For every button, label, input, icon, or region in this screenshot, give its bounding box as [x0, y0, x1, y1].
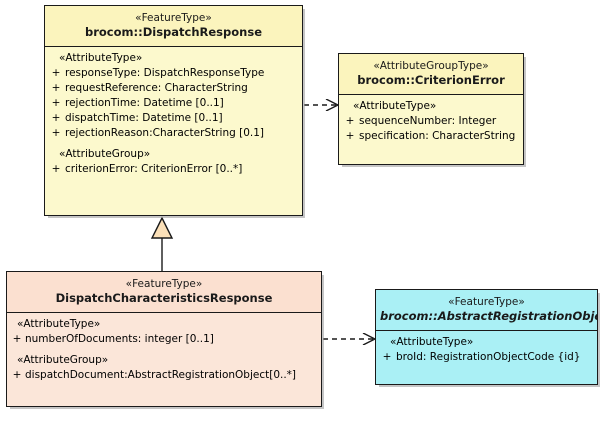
class-header-abstract-registration-object: «FeatureType» brocom::AbstractRegistrati… — [376, 290, 597, 331]
attribute-text: responseType: DispatchResponseType — [65, 67, 265, 79]
generalization-connector — [150, 216, 174, 271]
class-stereotype: «FeatureType» — [135, 12, 212, 24]
visibility-marker: + — [12, 369, 22, 381]
attribute-text: requestReference: CharacterString — [65, 82, 248, 94]
class-box-dispatch-response[interactable]: «FeatureType» brocom::DispatchResponse «… — [44, 5, 303, 216]
attribute-row: + sequenceNumber: Integer — [341, 114, 521, 129]
attribute-row: + rejectionReason:CharacterString [0.1] — [47, 126, 300, 141]
class-header-dispatch-characteristics-response: «FeatureType» DispatchCharacteristicsRes… — [7, 272, 321, 313]
class-body-criterion-error: «AttributeType» + sequenceNumber: Intege… — [339, 95, 523, 148]
class-name: DispatchCharacteristicsResponse — [55, 291, 273, 305]
attribute-group-label: «AttributeGroup» — [59, 148, 151, 160]
class-stereotype: «FeatureType» — [125, 278, 203, 290]
class-header-dispatch-response: «FeatureType» brocom::DispatchResponse — [45, 6, 302, 47]
class-body-abstract-registration-object: «AttributeType» + broId: RegistrationObj… — [376, 331, 597, 369]
attribute-group-label: «AttributeType» — [59, 52, 143, 64]
attribute-text: rejectionReason:CharacterString [0.1] — [65, 127, 265, 139]
visibility-marker: + — [345, 130, 355, 142]
attribute-row: + numberOfDocuments: integer [0..1] — [9, 332, 319, 347]
attribute-text: specification: CharacterString — [359, 130, 516, 142]
attribute-group-label: «AttributeGroup» — [17, 354, 109, 366]
class-name: brocom::AbstractRegistrationObject — [380, 309, 598, 323]
class-box-dispatch-characteristics-response[interactable]: «FeatureType» DispatchCharacteristicsRes… — [6, 271, 322, 407]
attribute-row: + dispatchDocument:AbstractRegistrationO… — [9, 368, 319, 383]
class-body-dispatch-characteristics-response: «AttributeType» + numberOfDocuments: int… — [7, 313, 321, 387]
attribute-text: broId: RegistrationObjectCode {id} — [396, 351, 581, 363]
attribute-group-label: «AttributeType» — [390, 336, 474, 348]
class-box-abstract-registration-object[interactable]: «FeatureType» brocom::AbstractRegistrati… — [375, 289, 598, 385]
attribute-row: + specification: CharacterString — [341, 129, 521, 144]
class-header-criterion-error: «AttributeGroupType» brocom::CriterionEr… — [339, 54, 523, 95]
attribute-text: sequenceNumber: Integer — [359, 115, 497, 127]
visibility-marker: + — [51, 127, 61, 139]
attribute-group-label: «AttributeType» — [17, 318, 101, 330]
visibility-marker: + — [345, 115, 355, 127]
attribute-text: numberOfDocuments: integer [0..1] — [25, 333, 214, 345]
attribute-row: + dispatchTime: Datetime [0..1] — [47, 111, 300, 126]
attribute-text: dispatchDocument:AbstractRegistrationObj… — [25, 369, 297, 381]
visibility-marker: + — [382, 351, 392, 363]
attribute-row: + broId: RegistrationObjectCode {id} — [378, 350, 595, 365]
visibility-marker: + — [12, 333, 22, 345]
visibility-marker: + — [51, 112, 61, 124]
visibility-marker: + — [51, 97, 61, 109]
class-stereotype: «FeatureType» — [448, 296, 525, 308]
visibility-marker: + — [51, 163, 61, 175]
class-box-criterion-error[interactable]: «AttributeGroupType» brocom::CriterionEr… — [338, 53, 524, 165]
attribute-row: + criterionError: CriterionError [0..*] — [47, 162, 300, 177]
attribute-row: + rejectionTime: Datetime [0..1] — [47, 96, 300, 111]
attribute-group-label: «AttributeType» — [353, 100, 437, 112]
attribute-text: rejectionTime: Datetime [0..1] — [65, 97, 224, 109]
attribute-text: criterionError: CriterionError [0..*] — [65, 163, 243, 175]
visibility-marker: + — [51, 67, 61, 79]
attribute-row: + responseType: DispatchResponseType — [47, 66, 300, 81]
attribute-text: dispatchTime: Datetime [0..1] — [65, 112, 223, 124]
visibility-marker: + — [51, 82, 61, 94]
attribute-row: + requestReference: CharacterString — [47, 81, 300, 96]
class-name: brocom::DispatchResponse — [85, 25, 262, 39]
class-name: brocom::CriterionError — [357, 73, 505, 87]
class-stereotype: «AttributeGroupType» — [373, 60, 489, 72]
class-body-dispatch-response: «AttributeType» + responseType: Dispatch… — [45, 47, 302, 181]
